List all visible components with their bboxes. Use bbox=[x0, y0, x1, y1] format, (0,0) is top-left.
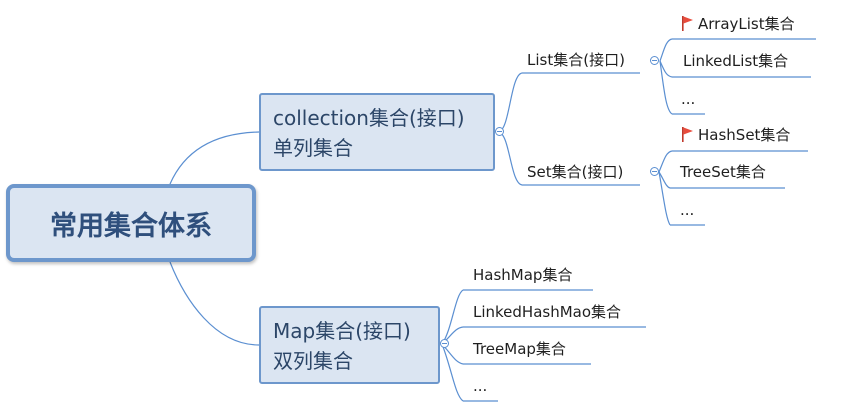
leaf-treeset[interactable]: TreeSet集合 bbox=[680, 162, 766, 182]
leaf-list-more[interactable]: ... bbox=[681, 89, 695, 109]
collapse-map-icon[interactable] bbox=[440, 339, 449, 348]
leaf-arraylist-label: ArrayList集合 bbox=[698, 15, 795, 33]
leaf-set-more[interactable]: ... bbox=[680, 200, 694, 220]
leaf-linkedlist[interactable]: LinkedList集合 bbox=[683, 51, 788, 71]
leaf-linkedhashmap[interactable]: LinkedHashMao集合 bbox=[473, 302, 621, 322]
red-flag-icon bbox=[682, 127, 693, 142]
map-label-line1: Map集合(接口) bbox=[273, 319, 411, 343]
leaf-map-more[interactable]: ... bbox=[473, 376, 487, 396]
root-label: 常用集合体系 bbox=[50, 210, 212, 242]
collection-label-line2: 单列集合 bbox=[273, 136, 353, 160]
root-node[interactable]: 常用集合体系 bbox=[6, 184, 256, 262]
leaf-hashset[interactable]: HashSet集合 bbox=[682, 125, 790, 145]
set-node[interactable]: Set集合(接口) bbox=[527, 162, 623, 182]
map-node[interactable]: Map集合(接口) 双列集合 bbox=[259, 306, 440, 384]
set-label: Set集合(接口) bbox=[527, 163, 624, 181]
leaf-hashmap-label: HashMap集合 bbox=[473, 266, 573, 284]
map-label-line2: 双列集合 bbox=[273, 349, 353, 373]
list-label: List集合(接口) bbox=[527, 51, 625, 69]
leaf-treemap-label: TreeMap集合 bbox=[473, 340, 566, 358]
collapse-collection-icon[interactable] bbox=[495, 127, 504, 136]
collapse-set-icon[interactable] bbox=[650, 167, 659, 176]
leaf-set-more-label: ... bbox=[680, 201, 695, 219]
leaf-list-more-label: ... bbox=[681, 90, 696, 108]
red-flag-icon bbox=[682, 16, 693, 31]
leaf-treemap[interactable]: TreeMap集合 bbox=[473, 339, 566, 359]
collection-label-line1: collection集合(接口) bbox=[273, 106, 465, 130]
leaf-treeset-label: TreeSet集合 bbox=[680, 163, 766, 181]
leaf-linkedlist-label: LinkedList集合 bbox=[683, 52, 789, 70]
leaf-hashset-label: HashSet集合 bbox=[698, 126, 791, 144]
collection-node[interactable]: collection集合(接口) 单列集合 bbox=[259, 93, 495, 171]
leaf-linkedhashmap-label: LinkedHashMao集合 bbox=[473, 303, 622, 321]
list-node[interactable]: List集合(接口) bbox=[527, 50, 625, 70]
leaf-hashmap[interactable]: HashMap集合 bbox=[473, 265, 572, 285]
leaf-arraylist[interactable]: ArrayList集合 bbox=[682, 14, 795, 34]
collapse-list-icon[interactable] bbox=[650, 56, 659, 65]
leaf-map-more-label: ... bbox=[473, 377, 488, 395]
